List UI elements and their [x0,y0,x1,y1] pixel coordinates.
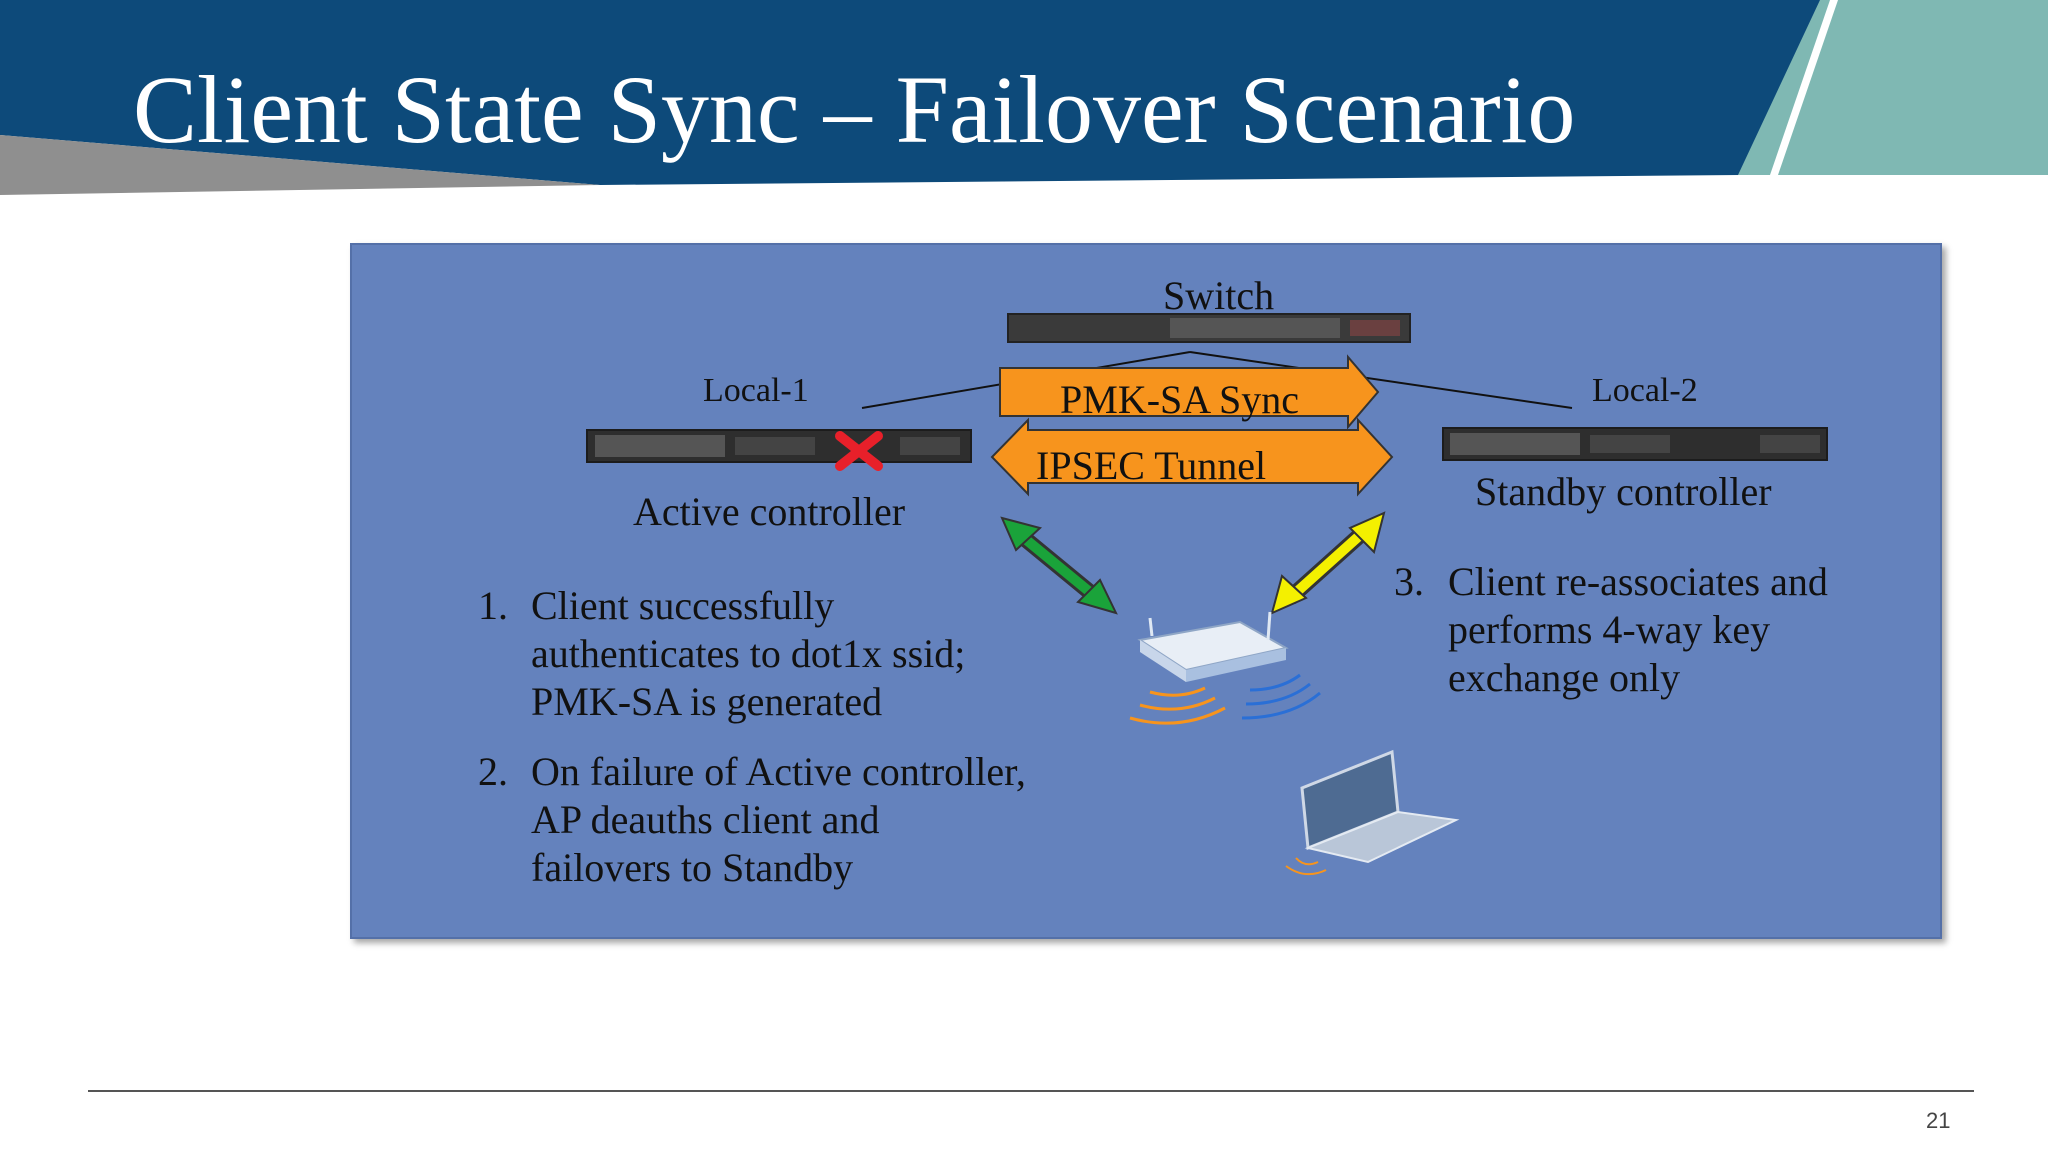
step-line: On failure of Active controller, [531,749,1026,794]
header-background [0,0,2048,195]
step-line: performs 4-way key [1448,607,1771,652]
yellow-reassociation-arrow [1270,511,1386,615]
standby-controller-icon [1442,427,1828,461]
page-number: 21 [1926,1108,1951,1133]
step-number: 3. [1394,559,1424,604]
standby-controller-label: Standby controller [1475,469,1772,514]
local2-label: Local-2 [1592,372,1698,409]
step-line: AP deauths client and [531,797,880,842]
step-line: failovers to Standby [531,845,854,890]
ipsec-tunnel-label: IPSEC Tunnel [1036,443,1267,488]
step-line: Client re-associates and [1448,559,1828,604]
network-switch-icon [1007,313,1411,343]
footer-divider [88,1090,1974,1092]
wireless-access-point-icon [1129,611,1321,725]
local1-label: Local-1 [703,372,809,409]
uplink-line-local2 [1189,351,1573,409]
active-controller-icon [586,429,972,463]
pmk-sync-label: PMK-SA Sync [1060,377,1299,422]
ipsec-tunnel-arrow [990,417,1394,497]
page-title: Client State Sync – Failover Scenario [133,56,1576,163]
step-line: authenticates to dot1x ssid; [531,631,966,676]
step-line: exchange only [1448,655,1681,700]
step-number: 1. [478,583,508,628]
laptop-icon [1285,749,1460,876]
active-controller-label: Active controller [633,489,906,534]
step-line: Client successfully [531,583,835,628]
red-x-icon [835,431,883,471]
switch-label: Switch [1163,273,1275,318]
pmk-sync-arrow [999,354,1380,430]
step-number: 2. [478,749,508,794]
green-association-arrow [1000,516,1118,615]
step-line: PMK-SA is generated [531,679,883,724]
